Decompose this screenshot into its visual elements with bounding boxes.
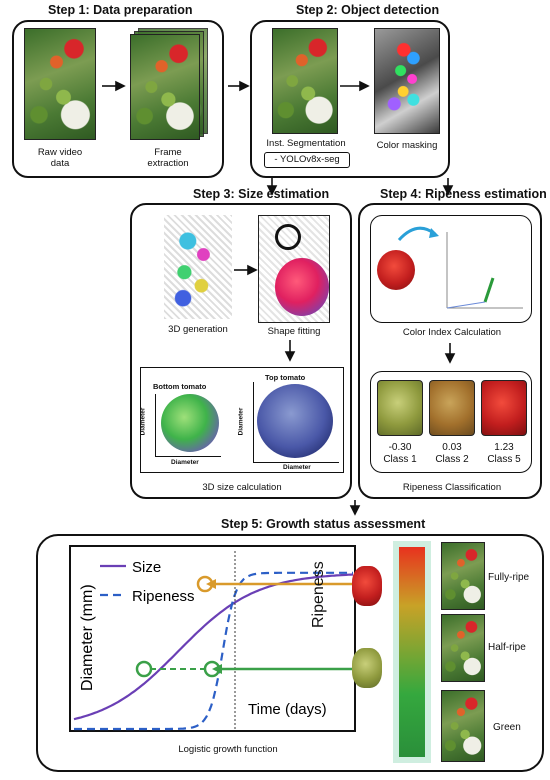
class1-value: -0.30 [388,442,412,453]
size-curve [73,573,354,721]
ripeness-classification-caption: Ripeness Classification [402,482,502,493]
step5-arrows [206,579,355,589]
green-stage-label: Green [493,722,521,733]
top-axis-y [253,382,254,462]
step1-title: Step 1: Data preparation [48,3,193,17]
top-tomato-cloud [257,384,333,458]
bottom-axis-y [155,394,156,456]
fitted-ellipse [275,258,329,316]
color-index-tomato [377,250,415,290]
green-stage-photo [441,690,485,762]
step3-panel: 3D generation Shape fitting Bottom tomat… [130,203,352,499]
arrow-gen-to-fit [234,264,258,276]
arrow-raw-to-frame [102,80,126,92]
segmentation-caption: Inst. Segmentation [266,138,346,149]
top-tomato-label: Top tomato [265,373,306,382]
chart-ylabel: Diameter (mm) [79,584,96,691]
legend-size-label: Size [132,559,161,576]
half-ripe-photo [441,614,485,682]
step4-title: Step 4: Ripeness estimation [380,187,547,201]
frame-stack-front [130,34,200,140]
arrow-step2-to-step3 [266,178,278,196]
bottom-tomato-cloud [161,394,219,452]
ripeness-curve [74,571,353,731]
3d-generation-caption: 3D generation [168,324,228,335]
color-index-panel: Color Index Calculation [370,215,532,338]
green-marker-size [135,660,153,678]
class1-label: Class 1 [383,454,417,465]
raw-video-photo [24,28,96,140]
top-axis-x [253,462,339,463]
class2-value: 0.03 [442,442,462,453]
arrow-to-step5 [349,500,361,516]
bottom-tomato-label: Bottom tomato [153,382,207,391]
step5-title: Step 5: Growth status assessment [221,517,426,531]
fully-ripe-photo [441,542,485,610]
shape-fitting-caption: Shape fitting [267,326,321,337]
step1-panel: Raw video data Frame extraction [12,20,224,178]
rotation-arrow-icon [397,226,439,242]
bottom-axis-x [155,456,221,457]
arrow-step1-to-step2 [228,80,250,92]
color-masking-photo [374,28,440,134]
class5-value: 1.23 [494,442,514,453]
chart-frame [69,545,356,732]
fully-ripe-label: Fully-ripe [488,572,530,583]
ripeness-gradient-bar [393,541,431,763]
ripe-tomato-thumb [352,566,382,606]
size-calc-caption: 3D size calculation [202,482,282,493]
class5-label: Class 5 [487,454,521,465]
arrow-seg-to-mask [340,80,370,92]
class2-label: Class 2 [435,454,469,465]
arrow-step2-to-step4 [442,178,454,196]
3d-generation-image [164,215,232,319]
step3-title: Step 3: Size estimation [193,187,330,201]
zoom-circle [275,224,301,250]
class2-tomato [429,380,475,436]
class1-tomato [377,380,423,436]
green-arrow [212,664,356,674]
segmentation-photo [272,28,338,134]
legend-ripeness-label: Ripeness [132,588,195,605]
step2-title: Step 2: Object detection [296,3,440,17]
color-index-caption: Color Index Calculation [402,327,502,338]
shape-fitting-image [258,215,330,323]
step2-panel: Inst. Segmentation - YOLOv8x-seg Color m… [250,20,450,178]
bottom-xlabel: Diameter [171,459,199,466]
ripeness-axis-label: Ripeness [310,561,327,628]
color-masking-caption: Color masking [376,140,438,151]
yolo-model-box: - YOLOv8x-seg [264,152,350,168]
top-xlabel: Diameter [283,464,311,471]
arrow-fit-to-calc [284,340,296,362]
green-tomato-thumb [352,648,382,688]
flow-arrows [102,80,456,516]
chart-xlabel: Time (days) [248,701,327,718]
step4-panel: Color Index Calculation -0.30 Class 1 0.… [358,203,542,499]
logistic-caption: Logistic growth function [178,744,278,755]
class5-tomato [481,380,527,436]
arrow-cic-to-class [444,343,456,364]
ripeness-class-panel: -0.30 Class 1 0.03 Class 2 1.23 Class 5 [370,371,532,473]
size-calc-box: Bottom tomato Diameter Top tomato Diamet… [139,367,344,473]
color-index-plot [427,222,527,318]
half-ripe-label: Half-ripe [488,642,526,653]
raw-video-caption: Raw video data [37,147,83,169]
frame-extraction-caption: Frame extraction [147,147,189,169]
